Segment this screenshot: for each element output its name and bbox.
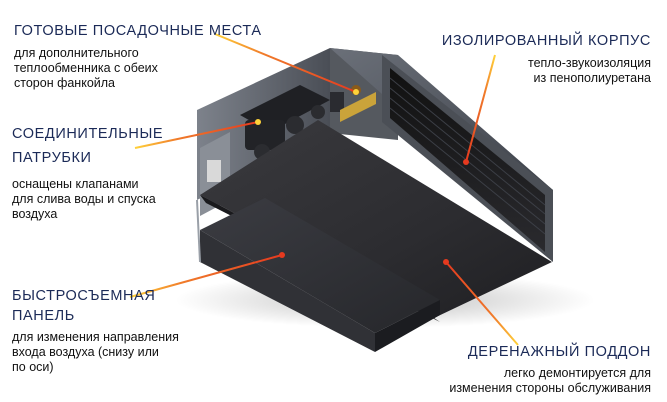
callout-pipes-title-2: ПАТРУБКИ [12,150,92,166]
connection-pipes [240,85,376,160]
panel-front-edge [375,300,440,352]
callout-housing-title: ИЗОЛИРОВАННЫЙ КОРПУС [441,33,651,49]
pointer-seats [214,33,359,95]
pointer-panel [129,252,285,298]
frame-edge [196,199,201,263]
callout-housing-desc: тепло-звукоизоляция из пенополиуретана [528,56,651,85]
callout-pipes-desc: оснащены клапанами для слива воды и спус… [12,177,156,221]
callout-seats-title: ГОТОВЫЕ ПОСАДОЧНЫЕ МЕСТА [14,23,262,39]
callout-tray-title: ДЕРЕНАЖНЫЙ ПОДДОН [467,344,651,360]
callout-pipes-title-1: СОЕДИНИТЕЛЬНЫЕ [12,126,164,142]
pointer-housing [463,54,496,165]
panel-edge [200,230,375,352]
pointer-pipes [134,119,261,149]
callout-panel-title-2: ПАНЕЛЬ [12,308,75,324]
drain-tray [200,120,552,318]
callout-panel-desc: для изменения направления входа воздуха … [12,330,179,374]
removable-panel [200,198,440,333]
callout-panel-title-1: БЫСТРОСЪЕМНАЯ [12,288,156,304]
callout-seats-desc: для дополнительного теплообменника с обе… [14,46,158,90]
callout-tray-desc: легко демонтируется для изменения сторон… [449,366,651,395]
side-label [207,160,221,182]
pointer-tray [443,259,519,346]
